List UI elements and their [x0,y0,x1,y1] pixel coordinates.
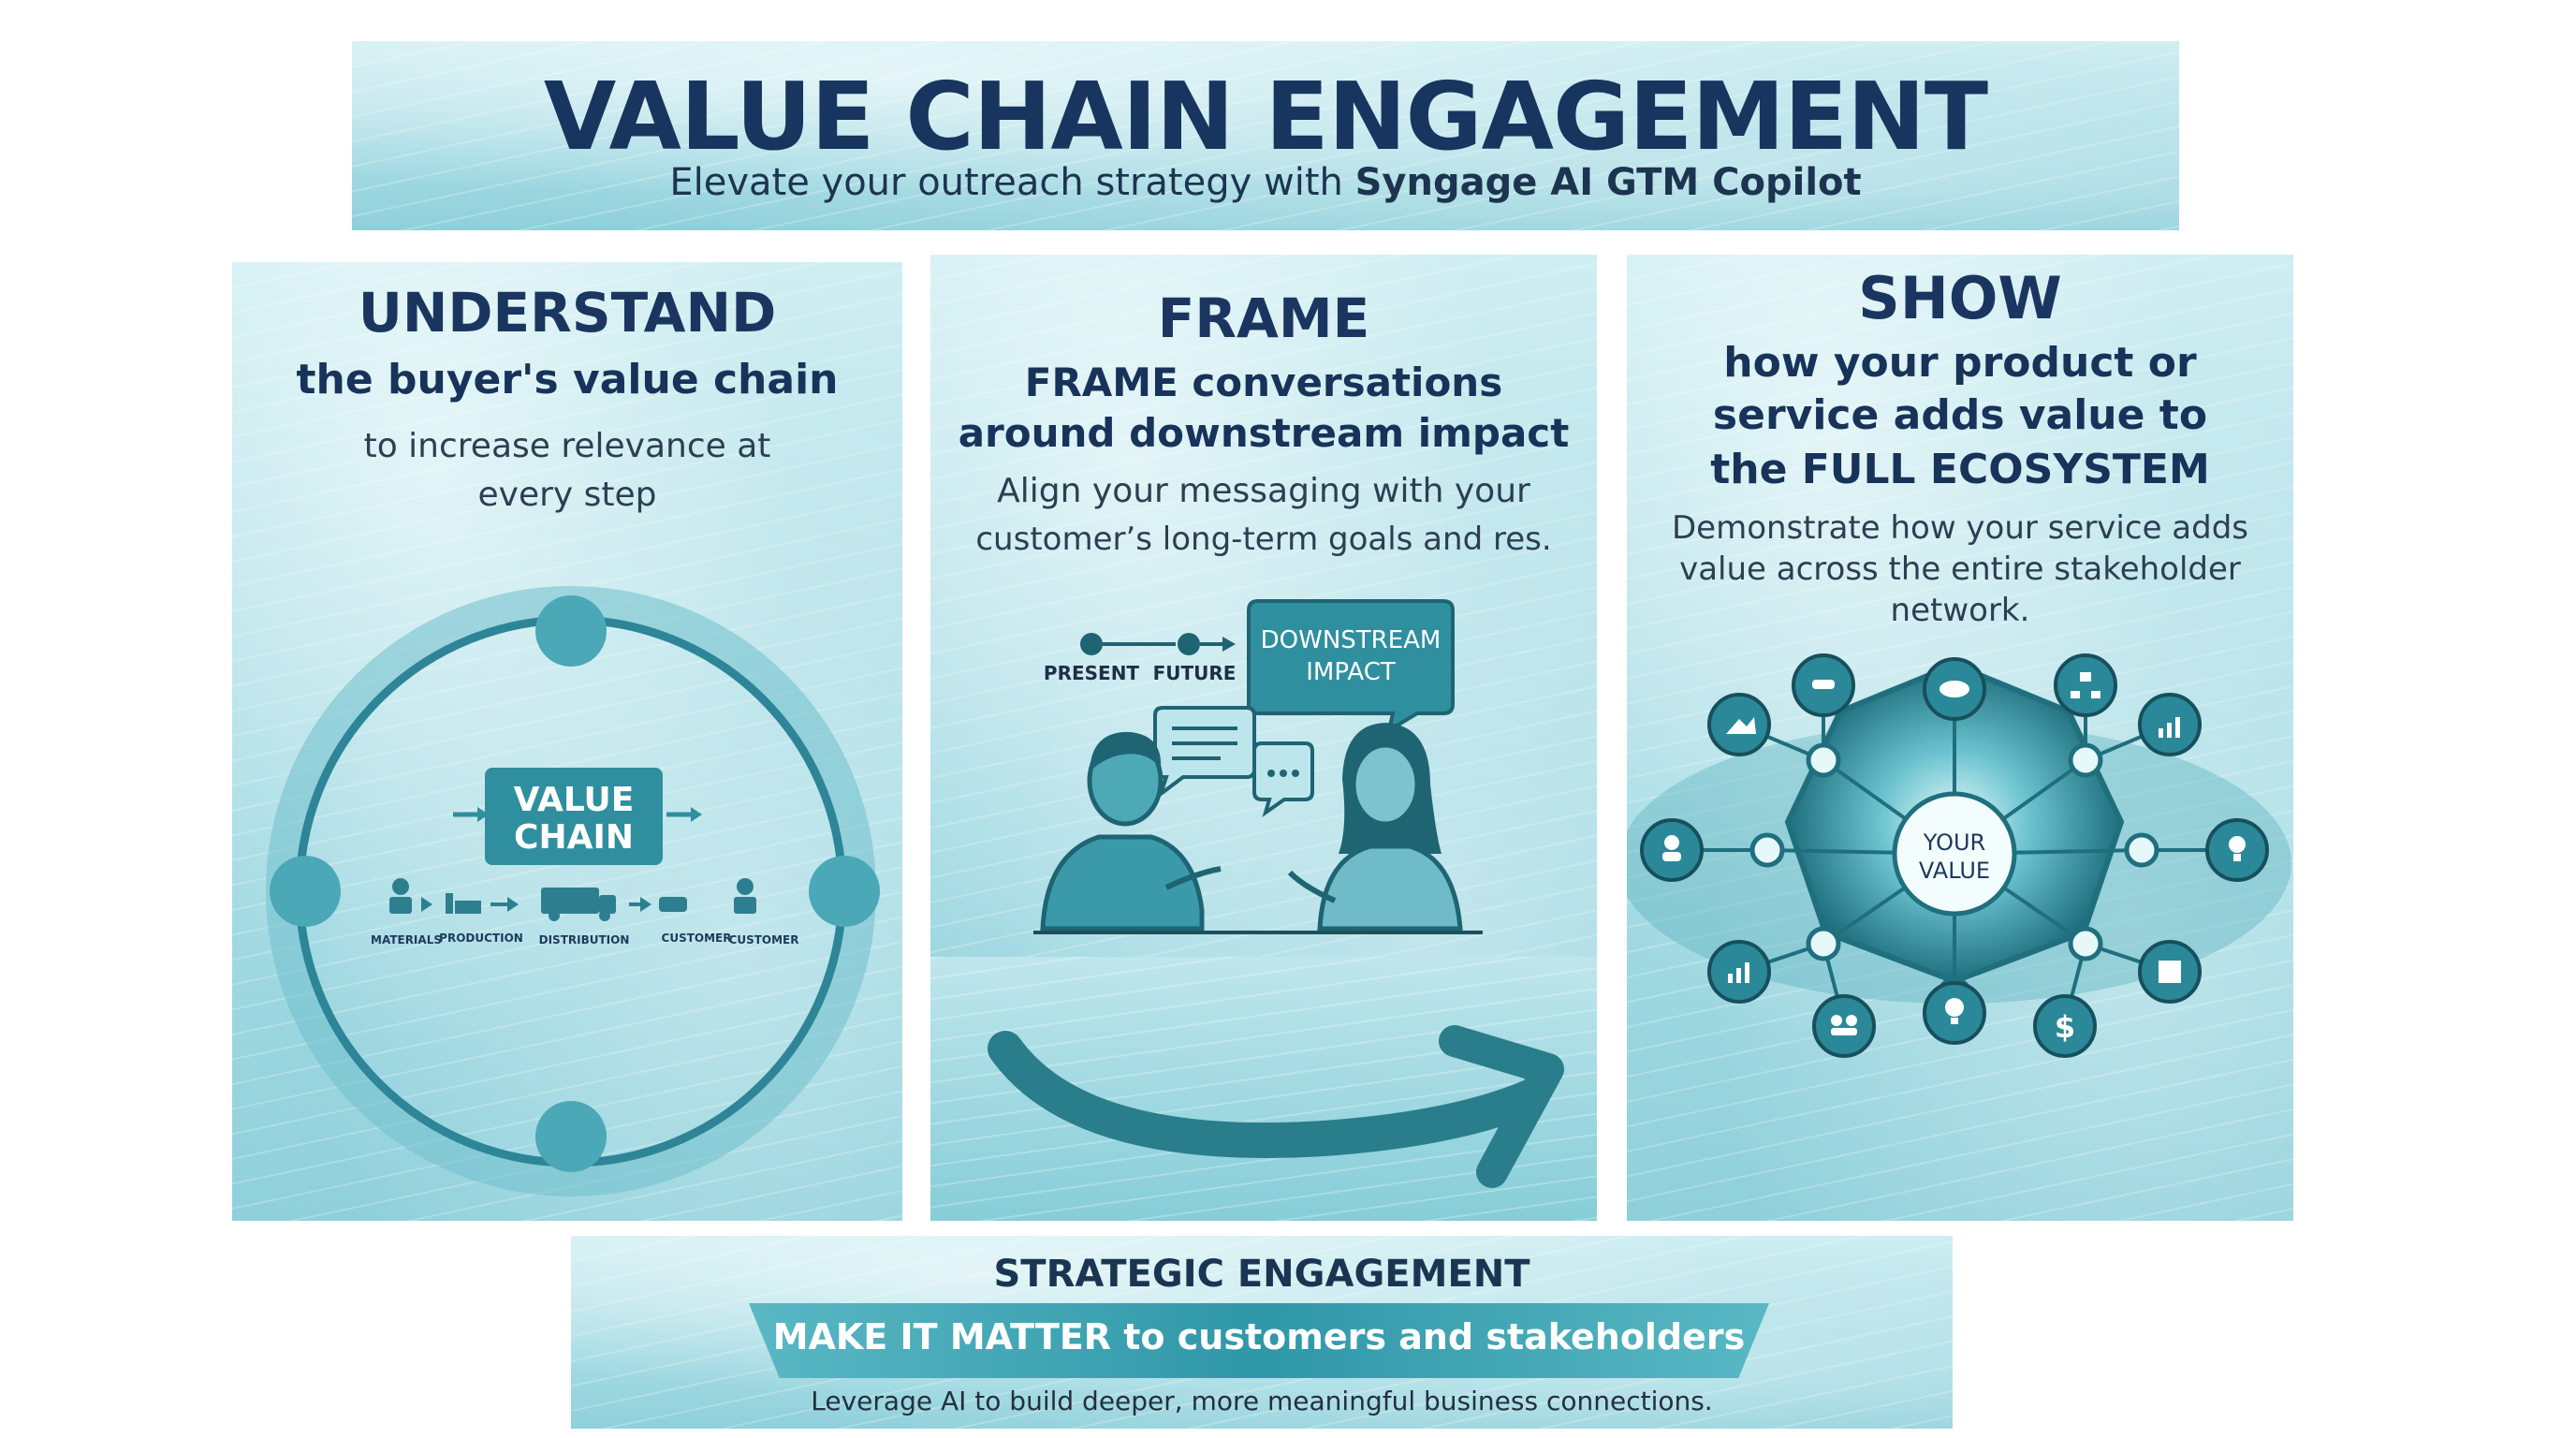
timeline-future-label: FUTURE [1153,662,1237,684]
chain-arrow-1-icon [421,897,432,912]
show-text-line2: value across the entire stakeholder [1679,550,2241,588]
speech-bubble-left-icon [1153,706,1256,800]
footer-ribbon-text: MAKE IT MATTER to customers and stakehol… [772,1316,1746,1357]
page-title: VALUE CHAIN ENGAGEMENT [543,62,1988,171]
frame-text-line2: customer’s long-term goals and res. [975,521,1552,558]
people-icon [1812,994,1876,1058]
ring-node-right [809,856,880,927]
header-banner: VALUE CHAIN ENGAGEMENT Elevate your outr… [352,41,2179,230]
your-value-label-2: VALUE [1919,858,1990,884]
value-chain-label-1: VALUE [514,781,635,819]
timeline-arrow-icon [1222,637,1236,652]
timeline-future-dot [1178,633,1200,655]
frame-title: FRAME [1157,286,1370,350]
worker-icon [392,878,409,895]
conversation-illustration: PRESENT FUTURE DOWNSTREAM IMPACT [988,599,1564,1188]
footer-title: STRATEGIC ENGAGEMENT [993,1253,1530,1296]
understand-subtitle: the buyer's value chain [296,356,839,404]
subtitle-brand: Syngage AI GTM Copilot [1354,161,1862,204]
dollar-icon [2033,994,2097,1058]
downstream-label-2: IMPACT [1306,658,1396,686]
ring-node-left [270,856,341,927]
show-panel: SHOW how your product or service adds va… [1627,255,2293,1221]
step-label-production: PRODUCTION [439,932,523,945]
step-label-customer-2: CUSTOMER [729,933,799,946]
value-chain-label-2: CHAIN [514,818,634,857]
frame-text-line1: Align your messaging with your [997,472,1530,510]
frame-subtitle-line1: FRAME conversations [1024,360,1503,405]
understand-text-line2: every step [477,476,657,514]
footer-banner: STRATEGIC ENGAGEMENT MAKE IT MATTER to c… [571,1236,1953,1429]
car-icon [659,897,687,912]
footer-text: Leverage AI to build deeper, more meanin… [811,1386,1713,1416]
show-title: SHOW [1858,264,2062,332]
man-icon [1040,731,1222,932]
timeline-present-label: PRESENT [1044,662,1140,684]
understand-title: UNDERSTAND [358,281,777,345]
factory-icon [446,893,453,914]
svg-text:$: $ [2055,1009,2075,1045]
show-subtitle-line1: how your product or [1723,339,2197,387]
show-subtitle-line3: the FULL ECOSYSTEM [1710,446,2210,493]
ring-node-top [535,595,607,667]
value-chain-box [485,768,663,865]
your-value-circle [1892,791,2017,917]
your-value-label-1: YOUR [1923,829,1985,856]
step-label-materials: MATERIALS [371,933,442,946]
chain-arrow-2-icon [490,902,509,906]
step-label-customer-1: CUSTOMER [662,932,732,945]
truck-icon [541,888,599,914]
downstream-label-1: DOWNSTREAM [1261,626,1442,654]
page-subtitle: Elevate your outreach strategy with Syng… [352,161,2179,204]
org-chart-icon [2054,653,2117,717]
woman-icon [1287,723,1463,932]
step-label-distribution: DISTRIBUTION [539,933,630,946]
show-text-line3: network. [1890,592,2030,629]
ring-node-bottom [535,1101,607,1172]
understand-text-line1: to increase relevance at [363,427,771,465]
customer-icon [737,878,754,895]
timeline-present-dot [1080,633,1103,655]
frame-subtitle-line2: around downstream impact [958,410,1570,456]
subtitle-prefix: Elevate your outreach strategy with [669,161,1355,204]
footer-ribbon: MAKE IT MATTER to customers and stakehol… [749,1303,1769,1378]
show-text-line1: Demonstrate how your service adds [1671,509,2249,547]
chain-arrow-3-icon [629,902,642,906]
frame-panel: FRAME FRAME conversations around downstr… [930,255,1597,1221]
value-chain-diagram: VALUE CHAIN MATERIALS PRODUCTION DI [266,586,880,1196]
ecosystem-diagram: YOUR VALUE $ [1627,653,2291,1058]
show-subtitle-line2: service adds value to [1712,391,2208,439]
understand-panel: UNDERSTAND the buyer's value chain to in… [232,262,902,1221]
speech-bubble-right-icon [1252,741,1314,817]
big-arrow-icon [988,1031,1547,1158]
